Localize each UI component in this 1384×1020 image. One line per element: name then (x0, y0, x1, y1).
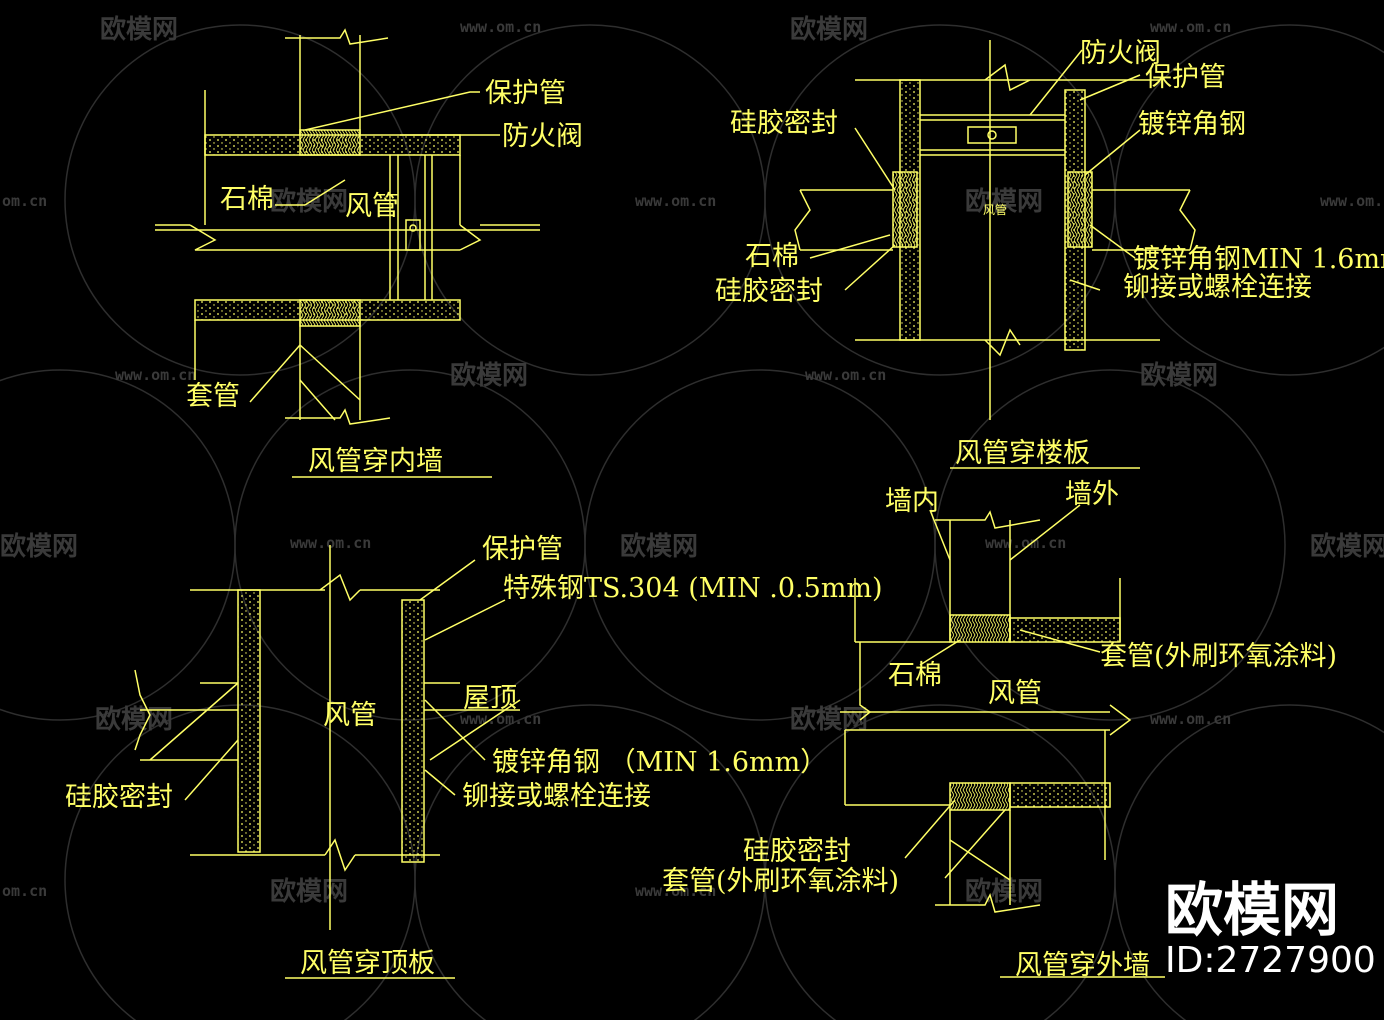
watermark-brand: 欧模网 (270, 186, 348, 217)
watermark-texts: 欧模网 www.om.cn 欧模网 www.om.cn om.cn 欧模网 ww… (0, 14, 1384, 907)
label-galv-angle-spec: 镀锌角钢MIN 1.6mm (1133, 244, 1384, 275)
watermark-brand: 欧模网 (100, 14, 178, 45)
detail-title: 风管穿楼板 (955, 438, 1090, 469)
watermark-url: www.om.cn (1150, 710, 1231, 728)
label-protect-pipe: 保护管 (482, 534, 563, 565)
watermark-url: om.cn (2, 192, 47, 210)
label-asbestos: 石棉 (888, 660, 942, 691)
detail-duct-through-outer-wall (840, 504, 1165, 978)
label-duct: 风管 (988, 678, 1042, 709)
detail-floor-labels: 防火阀 保护管 硅胶密封 镀锌角钢 风管 石棉 镀锌角钢MIN 1.6mm 硅胶… (715, 38, 1384, 469)
label-silicone-seal-2: 硅胶密封 (715, 276, 823, 307)
watermark-brand: 欧模网 (965, 186, 1043, 217)
watermark-url: om.cn (2, 882, 47, 900)
watermark-brand: 欧模网 (1310, 531, 1384, 562)
watermark-url: www.om.cn (985, 534, 1066, 552)
label-silicone-seal: 硅胶密封 (730, 108, 838, 139)
label-fire-damper: 防火阀 (1080, 38, 1161, 69)
watermark-brand: 欧模网 (270, 876, 348, 907)
label-sleeve: 套管(外刷环氧涂料) (1100, 641, 1337, 672)
brand-id: ID:2727900 (1165, 940, 1376, 981)
label-duct: 风管 (323, 700, 377, 731)
label-asbestos: 石棉 (220, 184, 274, 215)
watermark-brand: 欧模网 (965, 876, 1043, 907)
label-special-steel: 特殊钢TS.304 (MIN .0.5mm) (503, 573, 883, 604)
detail-title: 风管穿外墙 (1015, 950, 1150, 981)
label-fire-damper: 防火阀 (502, 121, 583, 152)
watermark-brand: 欧模网 (790, 14, 868, 45)
watermark-brand: 欧模网 (0, 531, 78, 562)
label-outside-wall: 墙外 (1065, 479, 1119, 510)
label-roof: 屋顶 (463, 683, 517, 714)
label-silicone-seal: 硅胶密封 (743, 836, 851, 867)
watermark-url: www.om.cn (460, 18, 541, 36)
detail-outer-wall-labels: 墙内 墙外 套管(外刷环氧涂料) 石棉 风管 硅胶密封 套管(外刷环氧涂料) 风… (662, 479, 1337, 981)
brand-block: 欧模网 ID:2727900 (1165, 876, 1376, 981)
watermark-layer (0, 24, 1384, 1020)
label-galv-angle: 镀锌角钢 （MIN 1.6mm） (492, 747, 827, 778)
label-galv-angle: 镀锌角钢 (1138, 109, 1246, 140)
watermark-url: www.om.cn (1150, 18, 1231, 36)
label-silicone-seal: 硅胶密封 (65, 782, 173, 813)
watermark-brand: 欧模网 (1140, 360, 1218, 391)
label-protect-pipe: 保护管 (485, 78, 566, 109)
label-duct-small: 风管 (983, 202, 1007, 217)
label-rivet-bolt: 铆接或螺栓连接 (1123, 272, 1312, 303)
watermark-url: www.om.cn (290, 534, 371, 552)
watermark-brand: 欧模网 (450, 360, 528, 391)
detail-duct-through-roof (134, 545, 521, 979)
detail-title: 风管穿内墙 (308, 446, 443, 477)
label-sleeve: 套管 (186, 381, 240, 412)
watermark-brand: 欧模网 (620, 531, 698, 562)
watermark-url: www.om.cn (460, 710, 541, 728)
label-inside-wall: 墙内 (885, 486, 939, 517)
detail-title: 风管穿顶板 (300, 948, 435, 979)
watermark-url: www.om.cn (805, 366, 886, 384)
detail-inner-wall-labels: 保护管 防火阀 石棉 风管 套管 风管穿内墙 (186, 78, 583, 477)
watermark-brand: 欧模网 (95, 704, 173, 735)
label-asbestos: 石棉 (745, 241, 799, 272)
detail-roof-labels: 保护管 特殊钢TS.304 (MIN .0.5mm) 屋顶 风管 镀锌角钢 （M… (65, 534, 883, 979)
label-sleeve-bottom: 套管(外刷环氧涂料) (662, 866, 899, 897)
label-protect-pipe: 保护管 (1145, 62, 1226, 93)
label-duct: 风管 (345, 191, 399, 222)
watermark-url: www.om.cn (1320, 192, 1384, 210)
watermark-url: www.om.cn (635, 882, 716, 900)
label-rivet-bolt: 铆接或螺栓连接 (462, 781, 651, 812)
detail-duct-through-floor (794, 40, 1196, 469)
watermark-url: www.om.cn (115, 366, 196, 384)
watermark-url: www.om.cn (635, 192, 716, 210)
detail-duct-through-inner-wall (155, 28, 540, 478)
brand-logo: 欧模网 (1165, 876, 1339, 944)
